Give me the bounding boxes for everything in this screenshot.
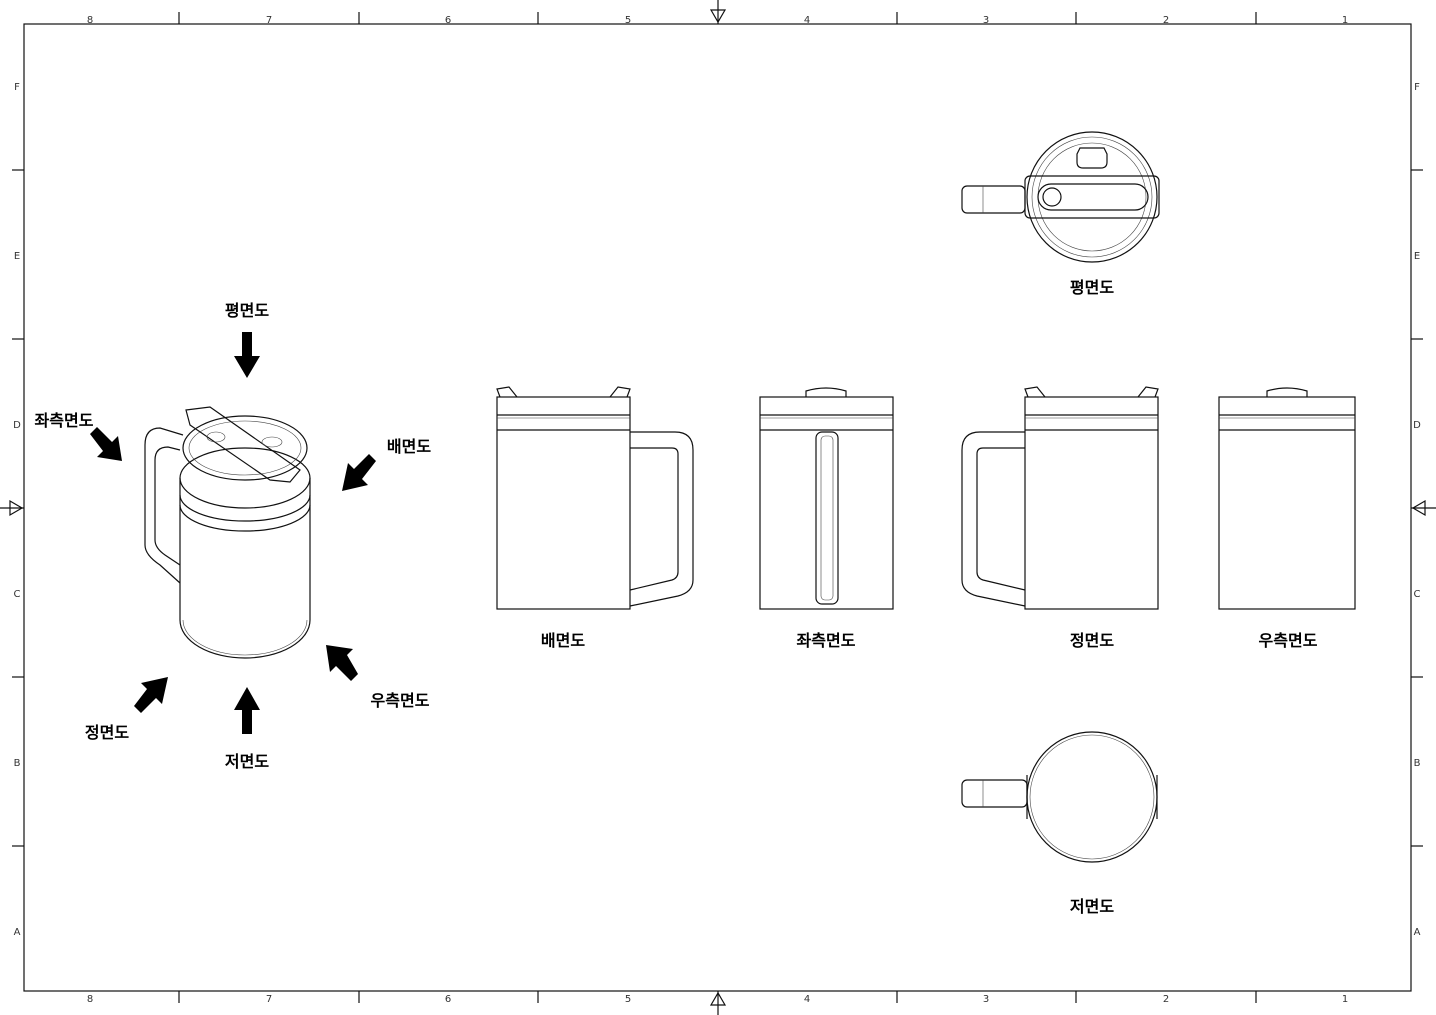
svg-text:E: E <box>14 251 20 262</box>
svg-text:5: 5 <box>625 994 631 1005</box>
arrow-up-icon <box>234 687 260 734</box>
column-labels-bottom: 8 7 6 5 4 3 2 1 <box>87 994 1348 1005</box>
svg-text:2: 2 <box>1163 994 1169 1005</box>
svg-text:4: 4 <box>804 15 810 26</box>
iso-label-back: 배면도 <box>387 437 431 456</box>
iso-label-front: 정면도 <box>85 723 129 742</box>
svg-text:E: E <box>1414 251 1420 262</box>
svg-text:3: 3 <box>983 15 989 26</box>
svg-text:5: 5 <box>625 15 631 26</box>
svg-text:F: F <box>14 82 20 93</box>
iso-label-right: 우측면도 <box>371 691 430 710</box>
arrow-up-right-icon <box>134 677 168 713</box>
svg-text:6: 6 <box>445 15 451 26</box>
view-label-bottom: 저면도 <box>1070 897 1114 916</box>
svg-text:2: 2 <box>1163 15 1169 26</box>
bottom-view <box>961 731 1158 863</box>
svg-text:A: A <box>1414 927 1421 938</box>
svg-text:1: 1 <box>1342 994 1348 1005</box>
svg-text:F: F <box>1414 82 1420 93</box>
row-labels-left: F E D C B A <box>13 82 21 938</box>
svg-text:6: 6 <box>445 994 451 1005</box>
svg-text:A: A <box>14 927 21 938</box>
svg-text:D: D <box>1413 420 1421 431</box>
top-view <box>961 131 1160 263</box>
svg-text:7: 7 <box>266 15 272 26</box>
back-view <box>496 386 694 610</box>
right-view <box>1218 387 1356 610</box>
view-label-back: 배면도 <box>541 631 585 650</box>
view-label-front: 정면도 <box>1070 631 1114 650</box>
svg-text:D: D <box>13 420 21 431</box>
view-label-top: 평면도 <box>1070 278 1114 297</box>
column-labels-top: 8 7 6 5 4 3 2 1 <box>87 15 1348 26</box>
view-label-left: 좌측면도 <box>797 631 856 650</box>
svg-text:3: 3 <box>983 994 989 1005</box>
view-label-right: 우측면도 <box>1259 631 1318 650</box>
left-view <box>759 387 894 610</box>
iso-label-top: 평면도 <box>225 301 269 320</box>
iso-label-left: 좌측면도 <box>35 411 94 430</box>
svg-text:4: 4 <box>804 994 810 1005</box>
arrow-down-icon <box>234 332 260 378</box>
arrow-down-left-icon <box>342 454 376 491</box>
svg-text:8: 8 <box>87 994 93 1005</box>
svg-text:C: C <box>14 589 21 600</box>
front-view <box>961 386 1159 610</box>
arrow-down-right-icon <box>90 427 122 461</box>
svg-text:7: 7 <box>266 994 272 1005</box>
arrow-up-left-icon <box>326 645 358 681</box>
svg-text:C: C <box>1414 589 1421 600</box>
svg-text:B: B <box>1414 758 1421 769</box>
row-labels-right: F E D C B A <box>1413 82 1421 938</box>
svg-text:1: 1 <box>1342 15 1348 26</box>
svg-text:8: 8 <box>87 15 93 26</box>
svg-text:B: B <box>14 758 21 769</box>
isometric-mug <box>144 406 311 659</box>
iso-label-bottom: 저면도 <box>225 752 269 771</box>
